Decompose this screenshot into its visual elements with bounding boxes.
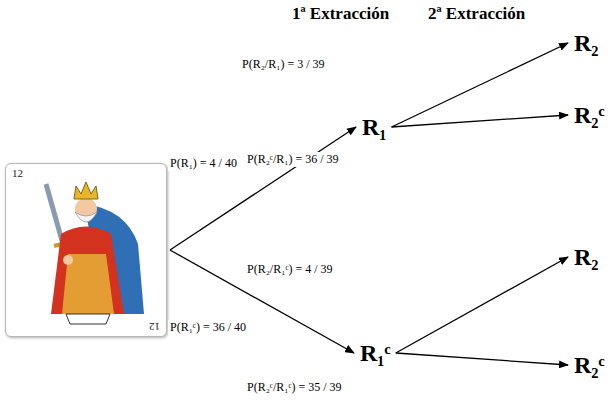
event-node: R₂ᶜ (572, 100, 607, 130)
column-heading: 1ª Extracción (292, 4, 389, 24)
branch-probability: P(R₂/R₁) = 3 / 39 (240, 57, 326, 72)
event-node: R₂ (572, 28, 601, 58)
event-name: R₂ (572, 28, 601, 58)
event-name: R₂ᶜ (572, 350, 607, 380)
tree-branch (392, 115, 568, 127)
event-node: R₂ᶜ (572, 350, 607, 380)
branch-probability: P(R₂ᶜ/R₁) = 36 / 39 (245, 152, 341, 167)
event-name: R₁ᶜ (358, 338, 393, 368)
event-node: R₁ (360, 112, 389, 142)
event-node: R₁ᶜ (358, 338, 393, 368)
tree-branch (170, 250, 354, 353)
tree-branch (170, 127, 356, 250)
branch-probability: P(R₂ᶜ/R₁ᶜ) = 35 / 39 (245, 380, 344, 395)
branch-probability: P(R₁ᶜ) = 36 / 40 (168, 320, 248, 335)
event-name: R₂ᶜ (572, 100, 607, 130)
column-heading: 2ª Extracción (428, 4, 525, 24)
event-name: R₂ (572, 242, 601, 272)
playing-card: 12 12 (5, 163, 167, 337)
branch-probability: P(R₂/R₁ᶜ) = 4 / 39 (245, 262, 335, 277)
king-illustration (6, 164, 166, 336)
event-node: R₂ (572, 242, 601, 272)
tree-branch (396, 257, 568, 353)
branch-probability: P(R₁) = 4 / 40 (168, 156, 239, 171)
tree-branch (392, 43, 568, 127)
tree-branch (396, 353, 568, 365)
card-number: 12 (149, 321, 160, 333)
card-number: 12 (12, 167, 23, 179)
event-name: R₁ (360, 112, 389, 142)
